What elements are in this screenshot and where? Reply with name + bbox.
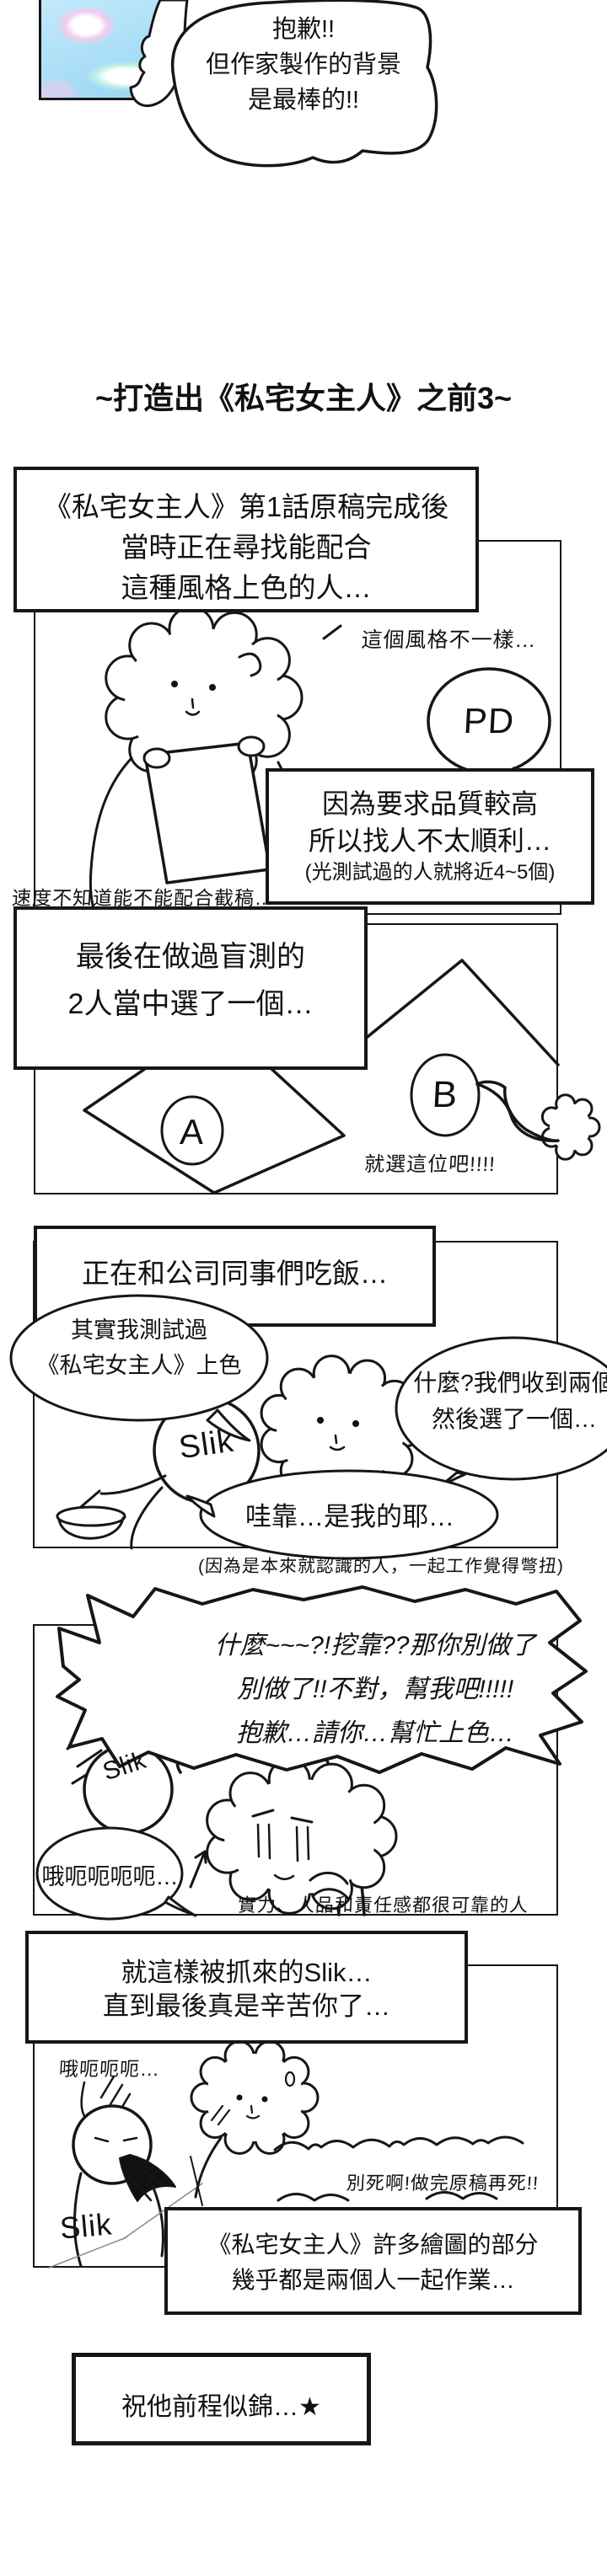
caption-line: 《私宅女主人》第1話原稿完成後 bbox=[43, 491, 449, 522]
caption-box-1: 《私宅女主人》第1話原稿完成後 當時正在尋找能配合 這種風格上色的人… bbox=[13, 467, 479, 612]
bubble-groan-text: 哦呃呃呃呃… bbox=[41, 1864, 179, 1889]
caption-reliable-person: 實力、人品和責任感都很可靠的人 bbox=[237, 1895, 529, 1916]
caption-box-3: 最後在做過盲測的 2人當中選了一個… bbox=[13, 906, 368, 1070]
caption-line: 最後在做過盲測的 bbox=[76, 941, 305, 973]
caption-box-2: 因為要求品質較高 所以找人不太順利… (光測試過的人就將近4~5個) bbox=[266, 768, 594, 905]
caption-line: 祝他前程似錦…★ bbox=[121, 2393, 321, 2421]
caption-box-5: 就這樣被抓來的Slik… 直到最後真是辛苦你了… bbox=[25, 1931, 468, 2044]
caption-line: 當時正在尋找能配合 bbox=[121, 532, 372, 563]
groan-text: 哦呃呃呃… bbox=[58, 2058, 161, 2080]
caption-line: 幾乎都是兩個人一起作業… bbox=[231, 2267, 515, 2293]
bubble-tested-text: 其實我測試過 《私宅女主人》上色 bbox=[36, 1317, 242, 1378]
bubble-mine-text: 哇靠…是我的耶… bbox=[245, 1502, 454, 1531]
caption-box-final: 祝他前程似錦…★ bbox=[72, 2353, 371, 2445]
caption-line: 就這樣被抓來的Slik… bbox=[121, 1958, 373, 1987]
caption-line: 2人當中選了一個… bbox=[67, 988, 314, 1020]
caption-line: (光測試過的人就將近4~5個) bbox=[304, 861, 556, 884]
caption-line: 直到最後真是辛苦你了… bbox=[103, 1991, 390, 2021]
note-pick-this-one: 就選這位吧!!!! bbox=[363, 1153, 497, 1176]
note-style-different: 這個風格不一樣… bbox=[360, 628, 538, 652]
page-title: ~打造出《私宅女主人》之前3~ bbox=[94, 381, 513, 415]
note-deadline: 速度不知道能不能配合截稿… bbox=[11, 887, 276, 909]
caption-line: 《私宅女主人》許多繪圖的部分 bbox=[207, 2231, 539, 2258]
note-dont-die: 別死啊!做完原稿再死!! bbox=[346, 2172, 540, 2194]
caption-awkward: (因為是本來就認識的人，一起工作覺得彆扭) bbox=[197, 1557, 565, 1576]
caption-box-6: 《私宅女主人》許多繪圖的部分 幾乎都是兩個人一起作業… bbox=[164, 2207, 582, 2315]
caption-box-4: 正在和公司同事們吃飯… bbox=[34, 1226, 436, 1327]
paper-b-label: B bbox=[431, 1074, 459, 1115]
sky-photo bbox=[39, 0, 162, 100]
caption-line: 這種風格上色的人… bbox=[121, 572, 372, 603]
burst-bubble-text: 什麼~~~?!挖靠??那你別做了 別做了!!不對，幫我吧!!!!! 抱歉…請你…… bbox=[214, 1632, 536, 1747]
top-speech-bubble-text: 抱歉!! 但作家製作的背景 是最棒的!! bbox=[205, 16, 401, 114]
paper-a-label: A bbox=[179, 1112, 206, 1152]
bubble-what-text: 什麼?我們收到兩個 然後選了一個… bbox=[413, 1370, 607, 1432]
caption-line: 所以找人不太順利… bbox=[308, 826, 551, 856]
pd-label: PD bbox=[462, 701, 516, 740]
caption-line: 正在和公司同事們吃飯… bbox=[82, 1258, 388, 1289]
caption-line: 因為要求品質較高 bbox=[321, 788, 538, 819]
